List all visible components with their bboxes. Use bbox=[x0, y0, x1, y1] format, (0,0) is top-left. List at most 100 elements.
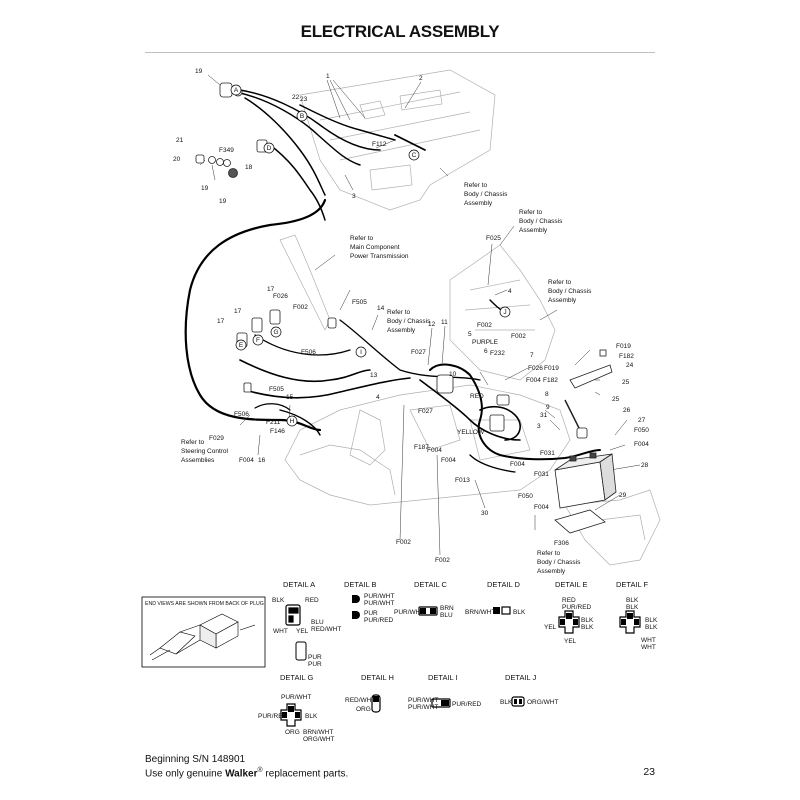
diagram-label: YEL bbox=[564, 638, 577, 645]
footer-parts-note: Use only genuine Walker® replacement par… bbox=[145, 767, 349, 780]
connector-i-letter: I bbox=[355, 346, 367, 358]
callout-f026: F026 bbox=[273, 293, 288, 300]
callout-f002d: F002 bbox=[396, 539, 411, 546]
machine-outline bbox=[279, 69, 661, 566]
diagram-label: Main Component bbox=[350, 244, 400, 251]
callout-f232: F232 bbox=[490, 350, 505, 357]
diagram-label: PUR/WHT bbox=[408, 704, 438, 711]
callout-red: RED bbox=[470, 393, 484, 400]
diagram-label: D bbox=[267, 145, 272, 152]
callout-31: 31 bbox=[540, 412, 548, 419]
callout-24: 24 bbox=[626, 362, 634, 369]
callout-25: 25 bbox=[622, 379, 630, 386]
diagram-label: RED/WHT bbox=[311, 626, 341, 633]
page-number: 23 bbox=[643, 766, 655, 778]
diagram-label: J bbox=[503, 309, 506, 316]
registered-mark: ® bbox=[257, 767, 263, 774]
callout-29: 29 bbox=[619, 492, 627, 499]
callout-28: 28 bbox=[641, 462, 649, 469]
diagram-label: Refer to bbox=[548, 279, 572, 286]
diagram-label: BLK bbox=[581, 624, 594, 631]
callout-3b: 3 bbox=[537, 423, 541, 430]
diagram-label: BLK bbox=[500, 699, 513, 706]
diagram-label: B bbox=[300, 113, 304, 120]
diagram-label: PUR bbox=[308, 654, 322, 661]
diagram-label: PUR/RED bbox=[364, 617, 394, 624]
connector-h-letter: H bbox=[286, 415, 298, 427]
diagram-label: PUR bbox=[308, 661, 322, 668]
diagram-label: Body / Chassis bbox=[548, 288, 592, 295]
callout-f505: F505 bbox=[352, 299, 367, 306]
connector-details: DETAIL A BLK RED WHT YEL BLU RED/WHT PUR… bbox=[258, 580, 658, 743]
connector-c-letter: C bbox=[408, 149, 420, 161]
callout-numbers: 19 1 2 22 23 F112 21 F349 20 18 19 19 3 … bbox=[173, 68, 649, 564]
callout-17c: 17 bbox=[217, 318, 225, 325]
plug-note-box: END VIEWS ARE SHOWN FROM BACK OF PLUG bbox=[141, 596, 266, 668]
diagram-label: PUR/WHT bbox=[394, 609, 424, 616]
diagram-label: BLK bbox=[645, 624, 658, 631]
callout-f004d: F004 bbox=[239, 457, 254, 464]
diagram-label: DETAIL J bbox=[505, 673, 537, 682]
callout-f004f: F004 bbox=[510, 461, 525, 468]
diagram-label: BRN bbox=[440, 605, 454, 612]
page-title: ELECTRICAL ASSEMBLY bbox=[300, 22, 500, 41]
callout-f349: F349 bbox=[219, 147, 234, 154]
diagram-label: Power Transmission bbox=[350, 253, 409, 260]
diagram-label: BLU bbox=[311, 619, 324, 626]
diagram-label: Body / Chassis bbox=[464, 191, 508, 198]
callout-f019b: F019 bbox=[544, 365, 559, 372]
callout-18: 18 bbox=[245, 164, 253, 171]
callout-f029: F029 bbox=[209, 435, 224, 442]
diagram-label: YEL bbox=[544, 624, 557, 631]
brand-name: Walker bbox=[225, 768, 258, 780]
callout-3: 3 bbox=[352, 193, 356, 200]
callout-f031b: F031 bbox=[534, 471, 549, 478]
diagram-label: RED bbox=[562, 597, 576, 604]
callout-17b: 17 bbox=[234, 308, 242, 315]
diagram-label: WHT bbox=[641, 644, 656, 651]
diagram-label: A bbox=[234, 87, 239, 94]
diagram-label: PUR/RED bbox=[452, 701, 482, 708]
diagram-label: Refer to bbox=[464, 182, 488, 189]
diagram-label: YEL bbox=[296, 628, 309, 635]
callout-11: 11 bbox=[441, 319, 448, 326]
callout-f013: F013 bbox=[455, 477, 470, 484]
diagram-label: BLK bbox=[626, 604, 639, 611]
callout-19c: 19 bbox=[219, 198, 227, 205]
diagram-label: Refer to bbox=[537, 550, 561, 557]
detail-h: DETAIL H RED/WHT ORG bbox=[345, 673, 394, 713]
callout-22: 22 bbox=[292, 94, 300, 101]
plug-note-text: END VIEWS ARE SHOWN FROM BACK OF PLUG bbox=[145, 601, 264, 607]
diagram-label: BLK bbox=[626, 597, 639, 604]
detail-b: DETAIL B PUR/WHT PUR/WHT PUR PUR/RED bbox=[344, 580, 394, 624]
diagram-label: DETAIL B bbox=[344, 580, 377, 589]
callout-f306: F306 bbox=[554, 540, 569, 547]
diagram-label: ORG bbox=[356, 706, 371, 713]
callout-8: 8 bbox=[545, 391, 549, 398]
callout-21: 21 bbox=[176, 137, 184, 144]
diagram-label: DETAIL I bbox=[428, 673, 458, 682]
callout-7: 7 bbox=[530, 352, 534, 359]
callout-f211: F211 bbox=[266, 419, 281, 426]
detail-d: DETAIL D BRN/WHT BLK bbox=[465, 580, 526, 616]
callout-f002c: F002 bbox=[511, 333, 526, 340]
diagram-label: BLU bbox=[440, 612, 453, 619]
callout-f025: F025 bbox=[486, 235, 501, 242]
diagram-label: Refer to bbox=[181, 439, 205, 446]
callout-f182: F182 bbox=[619, 353, 634, 360]
callout-2: 2 bbox=[419, 75, 423, 82]
diagram-label: Body / Chassis bbox=[387, 318, 431, 325]
diagram-label: PUR/RED bbox=[258, 713, 288, 720]
diagram-label: WHT bbox=[273, 628, 288, 635]
callout-4: 4 bbox=[508, 288, 512, 295]
diagram-label: DETAIL E bbox=[555, 580, 588, 589]
diagram-label: ORG/WHT bbox=[303, 736, 334, 743]
diagram-label: ORG/WHT bbox=[527, 699, 558, 706]
